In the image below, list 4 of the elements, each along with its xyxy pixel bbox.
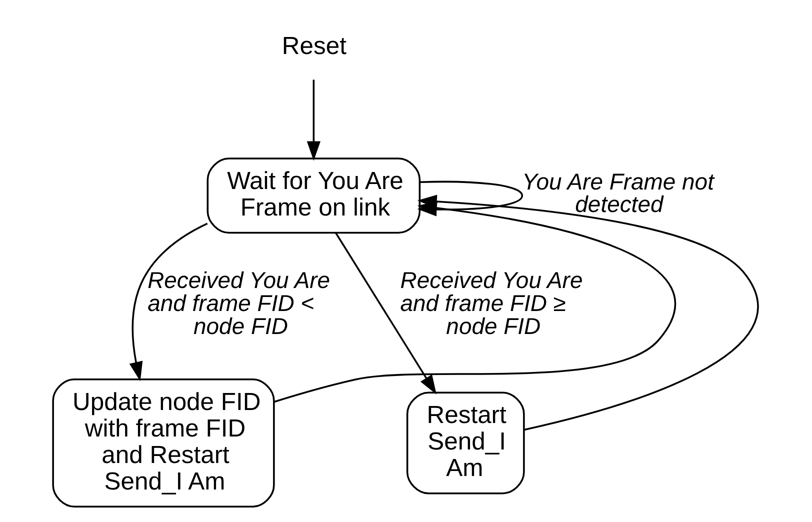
edge-label: Received You Are and frame FID < node FID (148, 267, 330, 340)
node-text: Reset (282, 32, 346, 60)
edge-label: You Are Frame not detected (522, 168, 714, 218)
edge-label: Received You Are and frame FID ≥ node FID (400, 267, 583, 340)
